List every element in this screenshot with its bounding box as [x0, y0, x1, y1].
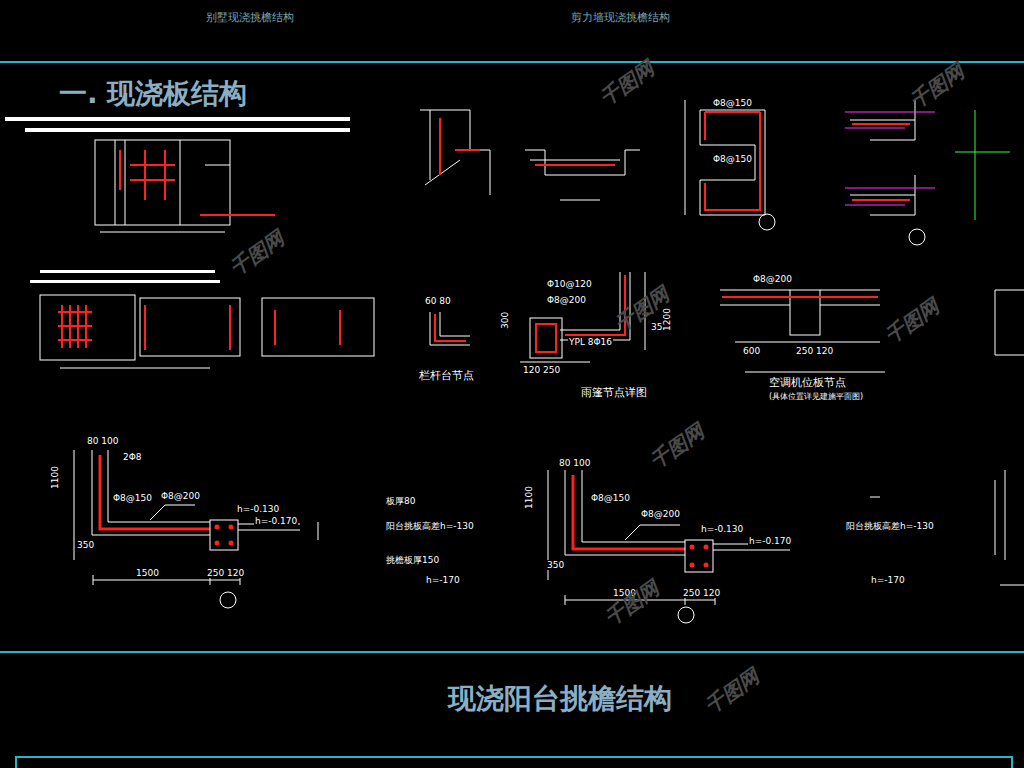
- rebar-callout: Φ8@150: [712, 154, 753, 164]
- rebar-callout: Φ8@150: [712, 98, 753, 108]
- watermark: 千图网: [600, 576, 664, 630]
- sheet-name: 剪力墙现浇挑檐结构: [570, 12, 671, 25]
- rebar-callout: Φ8@150: [590, 493, 631, 503]
- watermark: 千图网: [225, 226, 289, 280]
- rebar-callout: Φ10@120: [546, 279, 593, 289]
- elevation: h=-0.170: [254, 516, 298, 526]
- note: h=-170: [870, 575, 906, 585]
- note: 阳台挑板高差h=-130: [385, 521, 475, 531]
- rebar-callout: Φ8@200: [160, 491, 201, 501]
- rebar-callout: YPL 8Φ16: [568, 337, 613, 347]
- elevation: h=-0.170: [748, 536, 792, 546]
- detail-caption: 雨篷节点详图: [580, 387, 648, 400]
- rebar-callout: Φ8@200: [640, 509, 681, 519]
- dimension: 250 120: [682, 588, 721, 598]
- dimension: 1500: [135, 568, 160, 578]
- rebar-callout: Φ8@200: [752, 274, 793, 284]
- watermark: 千图网: [595, 56, 659, 110]
- rebar-callout: Φ8@150: [112, 493, 153, 503]
- note: 板厚80: [385, 496, 416, 506]
- dimension: 350: [76, 540, 95, 550]
- section-caption: 现浇阳台挑檐结构: [447, 683, 673, 715]
- dimension: 80 100: [86, 436, 120, 446]
- watermark: 千图网: [700, 664, 764, 718]
- dimension: 1100: [524, 485, 534, 510]
- dimension: 80 100: [558, 458, 592, 468]
- watermark: 千图网: [645, 419, 709, 473]
- dimension: 60 80: [424, 296, 452, 306]
- elevation: h=-0.130: [700, 524, 744, 534]
- detail-caption: 空调机位板节点: [768, 377, 847, 390]
- dimension: 1100: [50, 465, 60, 490]
- dimension: 300: [500, 311, 510, 330]
- detail-note: (具体位置详见建施平面图): [768, 392, 864, 401]
- dimension: 1200: [662, 307, 672, 332]
- dimension: 120 250: [522, 365, 561, 375]
- rebar-callout: 2Φ8: [122, 452, 143, 462]
- watermark: 千图网: [880, 294, 944, 348]
- dimension: 250 120: [795, 346, 834, 356]
- dimension: 250 120: [206, 568, 245, 578]
- note: 阳台挑板高差h=-130: [845, 521, 935, 531]
- note: h=-170: [425, 575, 461, 585]
- note: 挑檐板厚150: [385, 555, 440, 565]
- dimension: 600: [742, 346, 761, 356]
- detail-caption: 栏杆台节点: [418, 370, 475, 383]
- rebar-callout: Φ8@200: [546, 295, 587, 305]
- elevation: h=-0.130: [236, 504, 280, 514]
- dimension: 350: [546, 560, 565, 570]
- sheet-name: 别墅现浇挑檐结构: [205, 12, 295, 25]
- section-heading: 一. 现浇板结构: [58, 78, 248, 110]
- watermark: 千图网: [905, 59, 969, 113]
